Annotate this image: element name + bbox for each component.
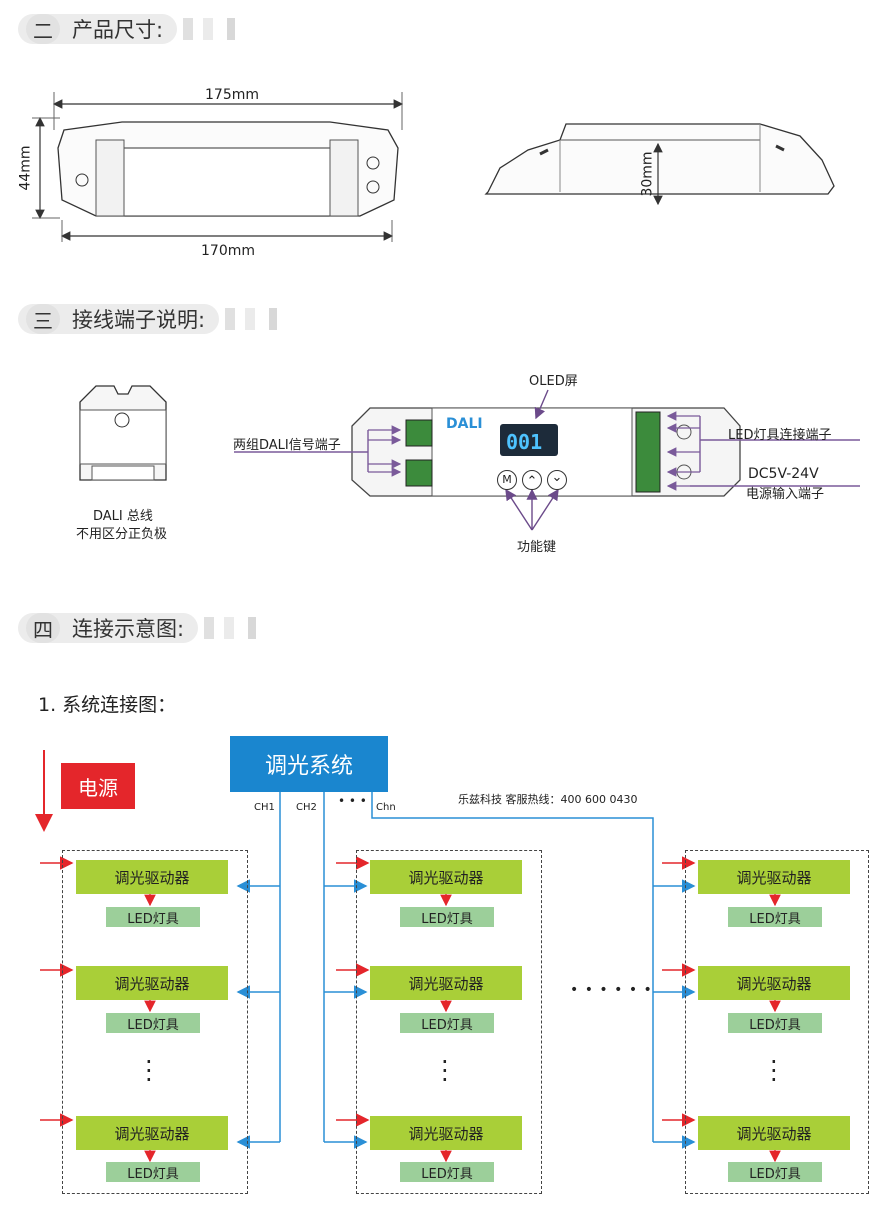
dimming-driver: 调光驱动器 [370,1116,522,1150]
dimming-driver: 调光驱动器 [76,860,228,894]
led-fixture: LED灯具 [400,1013,494,1033]
dimming-driver: 调光驱动器 [370,966,522,1000]
power-box: 电源 [61,763,135,809]
dimension-drawings [32,92,835,242]
dim-height-side: 30mm [639,151,656,197]
led-fixture: LED灯具 [106,1013,200,1033]
decorative-pattern [183,18,254,40]
led-fixture: LED灯具 [728,1162,822,1182]
dimming-driver: 调光驱动器 [698,966,850,1000]
middle-ellipsis: • • • • • • [570,982,653,998]
ch2-label: CH2 [296,802,317,813]
driver-group-1 [62,850,248,1194]
vertical-ellipsis: ··· [145,1048,153,1094]
chn-label: Chn [376,802,396,813]
dim-width-bottom: 170mm [201,243,255,259]
dali-terminals-label: 两组DALI信号端子 [233,438,341,453]
driver-group-n [685,850,869,1194]
section-title: 产品尺寸: [72,18,164,42]
power-terminals-label: 电源输入端子 [746,487,825,502]
section-title: 接线端子说明: [72,308,206,332]
driver-group-2 [356,850,542,1194]
dim-width-top: 175mm [205,87,259,103]
dimming-driver: 调光驱动器 [698,860,850,894]
vertical-ellipsis: ··· [441,1048,449,1094]
led-terminals-label: LED灯具连接端子 [728,428,832,443]
section-title: 连接示意图: [72,617,185,641]
channel-ellipsis: • • • [338,794,367,808]
dimming-driver: 调光驱动器 [76,966,228,1000]
dim-height-front: 44mm [17,145,34,191]
decorative-pattern [204,617,275,639]
dimming-system-box: 调光系统 [230,736,388,792]
dali-note-line2: 不用区分正负极 [76,527,168,542]
led-fixture: LED灯具 [106,1162,200,1182]
device-brand: DALI [446,416,483,432]
section-number: 三 [26,304,60,334]
section-number: 四 [26,613,60,643]
dali-note-line1: DALI 总线 [93,509,153,524]
decorative-pattern [225,308,296,330]
key-down-icon: ⌄ [547,470,567,490]
section-header-connection: 四 连接示意图: [18,612,275,644]
device-display: 001 [506,430,543,454]
key-m-icon: M [497,470,517,490]
hotline-text: 乐兹科技 客服热线：400 600 0430 [458,793,638,806]
led-fixture: LED灯具 [728,907,822,927]
section-pill: 三 接线端子说明: [18,304,220,334]
section-header-wiring: 三 接线端子说明: [18,303,296,335]
section-header-dimensions: 二 产品尺寸: [18,13,254,45]
led-fixture: LED灯具 [400,907,494,927]
dimming-driver: 调光驱动器 [76,1116,228,1150]
oled-label: OLED屏 [529,374,578,389]
section-pill: 二 产品尺寸: [18,14,178,44]
power-voltage-label: DC5V-24V [748,466,819,482]
key-up-icon: ⌃ [522,470,542,490]
diagram-subtitle: 1. 系统连接图： [38,694,177,716]
dimming-driver: 调光驱动器 [370,860,522,894]
vertical-ellipsis: ··· [770,1048,778,1094]
led-fixture: LED灯具 [400,1162,494,1182]
connection-lines [35,750,781,1163]
section-pill: 四 连接示意图: [18,613,199,643]
led-fixture: LED灯具 [106,907,200,927]
dimming-driver: 调光驱动器 [698,1116,850,1150]
wiring-diagram [79,385,860,531]
led-fixture: LED灯具 [728,1013,822,1033]
section-number: 二 [26,14,60,44]
function-keys-label: 功能键 [517,540,557,555]
ch1-label: CH1 [254,802,275,813]
